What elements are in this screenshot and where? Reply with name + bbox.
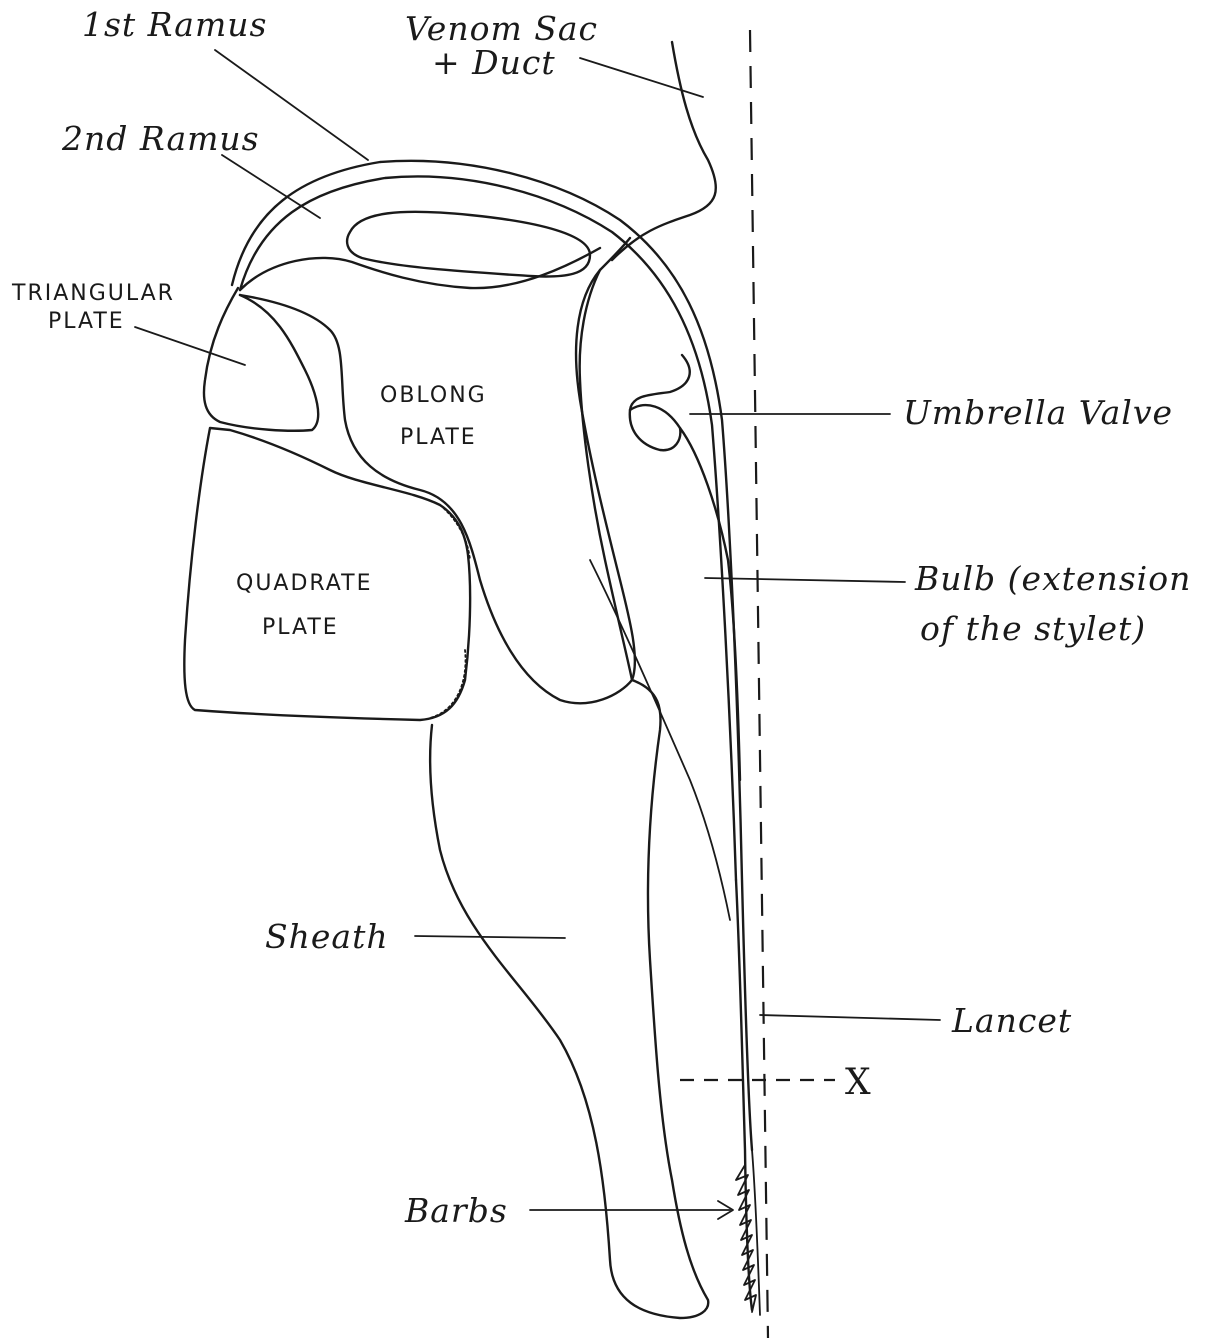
label-quadrate-plate-line1: QUADRATE [236, 571, 372, 596]
midline-dashed [750, 30, 768, 1338]
label-quadrate-plate-line2: PLATE [262, 615, 339, 640]
label-x-marker: X [845, 1062, 872, 1103]
leader-sheath [415, 936, 565, 938]
label-barbs: Barbs [404, 1191, 508, 1230]
label-bulb-line2: of the stylet) [920, 609, 1146, 648]
oblong-window [347, 212, 590, 277]
triangular-plate-outline [204, 288, 318, 431]
label-bulb-line1: Bulb (extension [914, 559, 1191, 598]
label-second-ramus: 2nd Ramus [61, 119, 260, 158]
label-sheath: Sheath [265, 917, 389, 956]
leader-venom-sac [580, 58, 703, 97]
label-oblong-plate-line2: PLATE [400, 425, 477, 450]
first-ramus-inner [240, 177, 736, 880]
label-venom-sac-line2: + Duct [432, 43, 556, 82]
label-triangular-plate-line2: PLATE [48, 309, 125, 334]
leader-lancet [760, 1015, 940, 1020]
label-umbrella-valve: Umbrella Valve [903, 393, 1173, 432]
leader-bulb [705, 578, 905, 582]
label-first-ramus: 1st Ramus [82, 5, 267, 44]
sheath-inner-line [590, 560, 730, 920]
second-ramus-loop [240, 248, 600, 290]
bulb-outline [580, 270, 632, 680]
label-lancet: Lancet [951, 1001, 1072, 1040]
leader-triangular-plate [135, 327, 245, 365]
lancet-inner-line [752, 1150, 760, 1315]
first-ramus-outer [232, 161, 752, 1150]
bulb-right-edge [630, 355, 690, 450]
label-oblong-plate-line1: OBLONG [380, 383, 487, 408]
label-triangular-plate-line1: TRIANGULAR [11, 281, 175, 306]
